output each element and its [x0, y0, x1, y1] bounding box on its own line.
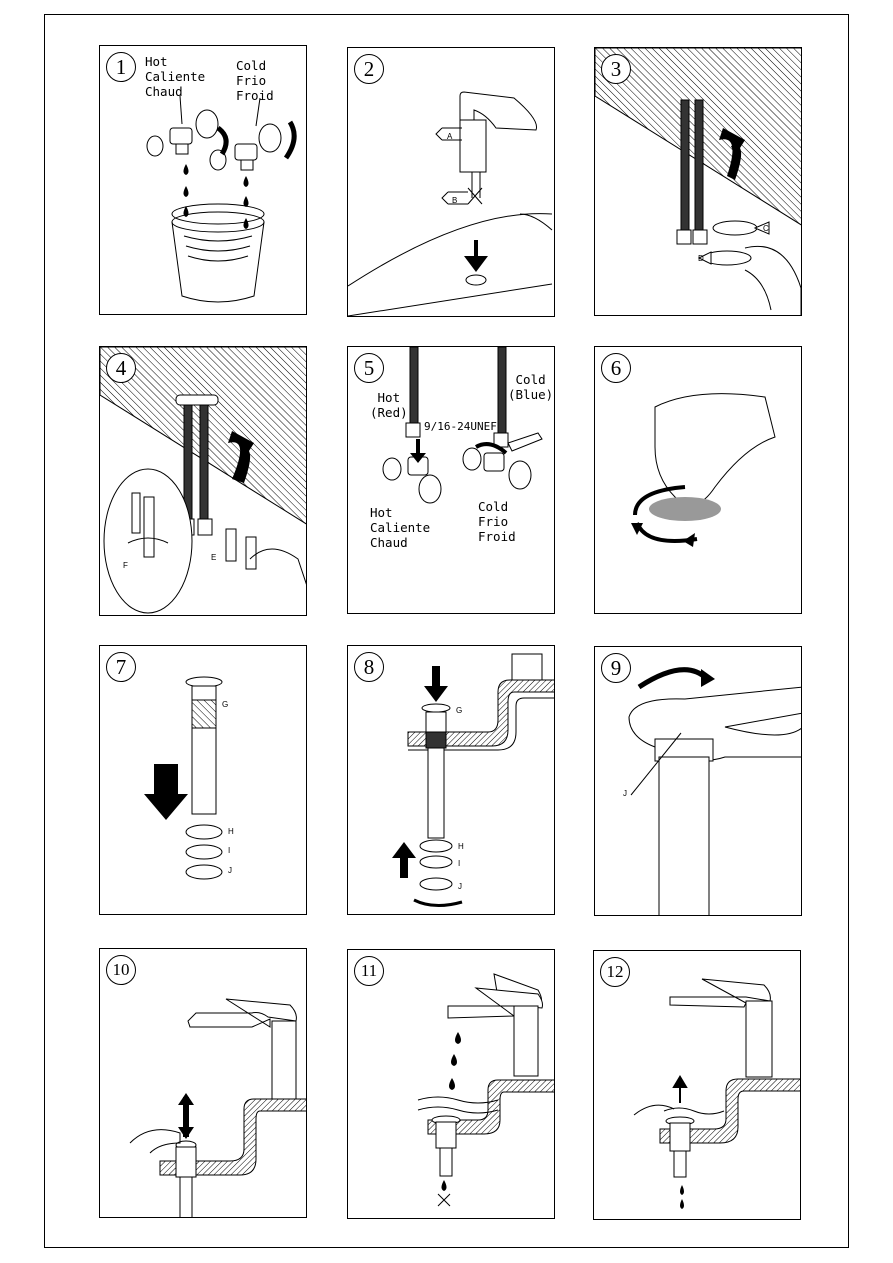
down-arrow-icon — [424, 666, 448, 702]
hand-icon — [744, 245, 801, 315]
step-10-number: 10 — [106, 955, 136, 985]
step-1-panel: 1 Hot Caliente Chaud Cold Frio Froid — [99, 45, 307, 315]
step-5-thread-label: 9/16-24UNEF — [424, 420, 497, 433]
step-5-illustration — [382, 347, 543, 504]
step-3-number: 3 — [601, 54, 631, 84]
step-6-number: 6 — [601, 353, 631, 383]
step-6-illustration — [631, 393, 776, 547]
step-3-tag-c: C — [763, 224, 769, 233]
step-7-illustration — [144, 676, 223, 880]
hot-valve-icon — [146, 109, 219, 157]
bucket-icon — [171, 203, 265, 303]
step-1-hot-label: Hot Caliente Chaud — [145, 54, 206, 99]
step-8-number: 8 — [354, 652, 384, 682]
step-7-tag-i: I — [228, 846, 231, 855]
hand-icon — [654, 393, 776, 506]
hand-icon — [633, 1104, 675, 1116]
step-1-number: 1 — [106, 52, 136, 82]
step-5-cold-bottom-label: Cold Frio Froid — [478, 499, 516, 544]
step-8-panel: 8 G H I J — [347, 645, 555, 915]
cold-valve-icon — [209, 123, 282, 171]
step-8-tag-g: G — [456, 706, 463, 715]
step-7-tag-h: H — [228, 827, 234, 836]
step-10-illustration — [129, 998, 306, 1217]
step-9-tag-j: J — [623, 789, 627, 798]
step-12-panel: 12 — [593, 950, 801, 1220]
step-9-number: 9 — [601, 653, 631, 683]
step-2-number: 2 — [354, 54, 384, 84]
step-4-tag-f: F — [123, 561, 128, 570]
water-drop-icons — [680, 1185, 684, 1209]
step-11-illustration — [417, 973, 554, 1207]
step-2-panel: 2 A B — [347, 47, 555, 317]
down-arrow-icon — [464, 240, 488, 272]
step-3-illustration — [595, 48, 801, 315]
step-8-tag-i: I — [458, 859, 461, 868]
step-11-number: 11 — [354, 956, 384, 986]
drain-area — [649, 497, 721, 521]
faucet-icon — [669, 978, 773, 1078]
faucet-icon — [459, 91, 538, 198]
step-3-tag-d: D — [698, 254, 704, 263]
step-1-cold-label: Cold Frio Froid — [236, 58, 274, 103]
step-8-tag-j: J — [458, 882, 462, 891]
pop-up-drain-icon — [185, 676, 223, 880]
step-4-number: 4 — [106, 353, 136, 383]
step-7-tag-g: G — [222, 700, 229, 709]
step-11-panel: 11 — [347, 949, 555, 1219]
faucet-icon — [447, 973, 543, 1077]
step-3-panel: 3 C D — [594, 47, 802, 316]
step-5-number: 5 — [354, 353, 384, 383]
step-7-number: 7 — [106, 652, 136, 682]
down-arrow-icon — [144, 764, 188, 820]
step-12-number: 12 — [600, 957, 630, 987]
up-down-arrow-icon — [178, 1093, 194, 1139]
up-arrow-icon — [228, 431, 254, 483]
step-5-panel: 5 Hot (Red) Cold (Blue) 9/16-24UNEF Hot … — [347, 346, 555, 614]
up-arrow-icon — [392, 842, 416, 878]
step-4-illustration — [100, 347, 306, 614]
step-12-illustration — [633, 978, 800, 1209]
up-arrow-icon — [672, 1075, 688, 1103]
water-drop-icons — [183, 164, 249, 229]
step-5-cold-top-label: Cold (Blue) — [508, 372, 554, 402]
step-2-illustration — [348, 91, 553, 316]
step-2-tag-b: B — [452, 196, 458, 205]
step-7-panel: 7 G H I J — [99, 645, 307, 915]
flexible-hoses-icon — [676, 99, 708, 245]
faucet-icon — [187, 998, 297, 1100]
step-1-illustration — [146, 95, 297, 303]
step-5-hot-top-label: Hot (Red) — [370, 390, 408, 420]
step-8-tag-h: H — [458, 842, 464, 851]
step-2-tag-a: A — [447, 132, 453, 141]
step-5-hot-bottom-label: Hot Caliente Chaud — [370, 505, 431, 550]
step-6-panel: 6 — [594, 346, 802, 614]
up-arrow-icon — [719, 128, 745, 180]
rotate-arrow-icon — [637, 667, 709, 690]
hand-icon — [249, 548, 306, 585]
rotate-arrow-icon — [631, 523, 643, 535]
step-10-panel: 10 — [99, 948, 307, 1218]
step-4-panel: 4 E F — [99, 346, 307, 616]
step-8-illustration — [392, 653, 554, 907]
water-drop-icons — [441, 1032, 461, 1191]
step-9-illustration — [628, 667, 801, 915]
step-4-tag-e: E — [211, 553, 217, 562]
hand-icon — [129, 1129, 181, 1154]
step-7-tag-j: J — [228, 866, 232, 875]
step-9-panel: 9 J — [594, 646, 802, 916]
page-border — [44, 14, 849, 1248]
